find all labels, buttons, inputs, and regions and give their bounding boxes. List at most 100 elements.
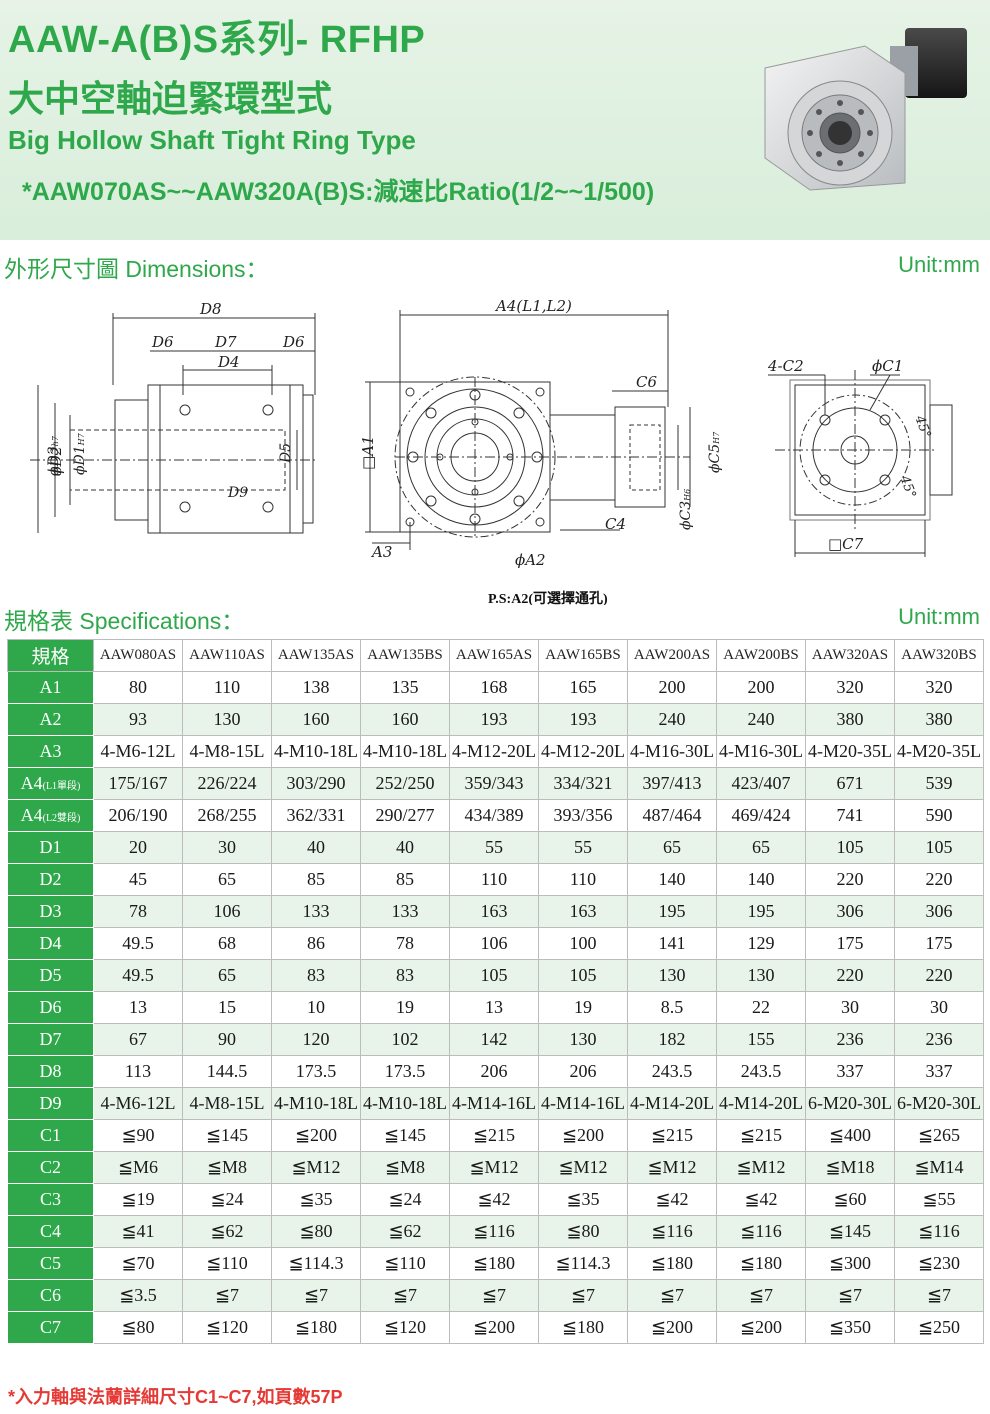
row-label-text: D5 [39, 965, 62, 985]
table-cell: 55 [449, 831, 539, 864]
row-label-text: A4 [20, 773, 43, 793]
table-cell: 220 [805, 959, 895, 992]
row-label: D2 [7, 863, 94, 896]
front-view-drawing [365, 310, 691, 550]
table-cell: 93 [93, 703, 183, 736]
table-cell: 78 [360, 927, 450, 960]
table-cell: 195 [627, 895, 717, 928]
table-cell: 4-M20-35L [805, 735, 895, 768]
table-cell: ≦M18 [805, 1151, 895, 1184]
table-cell: 4-M12-20L [538, 735, 628, 768]
table-cell: 4-M16-30L [716, 735, 806, 768]
label-c5: ϕC5H7 [707, 431, 723, 473]
label-d3-sub: h7 [51, 435, 60, 446]
table-cell: 4-M20-35L [894, 735, 984, 768]
table-cell: ≦215 [716, 1119, 806, 1152]
table-cell: 138 [271, 671, 361, 704]
table-cell: ≦19 [93, 1183, 183, 1216]
table-cell: 163 [449, 895, 539, 928]
table-cell: 8.5 [627, 991, 717, 1024]
table-cell: ≦145 [182, 1119, 272, 1152]
table-cell: 175/167 [93, 767, 183, 800]
label-c1: ϕC1 [872, 357, 903, 375]
table-cell: 19 [360, 991, 450, 1024]
table-cell: 4-M12-20L [449, 735, 539, 768]
table-cell: ≦116 [716, 1215, 806, 1248]
row-label: D8 [7, 1055, 94, 1088]
table-cell: 362/331 [271, 799, 361, 832]
model-header-aaw320bs: AAW320BS [894, 639, 984, 672]
header-banner: AAW-A(B)S系列- RFHP 大中空軸迫緊環型式 Big Hollow S… [0, 0, 990, 240]
label-c5-sub: H7 [712, 431, 721, 445]
table-cell: 434/389 [449, 799, 539, 832]
row-label: D7 [7, 1023, 94, 1056]
table-cell: 142 [449, 1023, 539, 1056]
table-cell: ≦180 [449, 1247, 539, 1280]
row-label-text: C5 [39, 1253, 61, 1273]
table-cell: 78 [93, 895, 183, 928]
table-cell: 423/407 [716, 767, 806, 800]
label-d8: D8 [199, 300, 222, 318]
table-cell: ≦80 [271, 1215, 361, 1248]
row-label: D9 [7, 1087, 94, 1120]
table-cell: ≦145 [805, 1215, 895, 1248]
table-cell: 4-M14-16L [449, 1087, 539, 1120]
row-label: D3 [7, 895, 94, 928]
table-cell: 173.5 [271, 1055, 361, 1088]
label-c3-main: ϕC3 [678, 501, 694, 530]
row-label: C7 [7, 1311, 94, 1344]
table-cell: 20 [93, 831, 183, 864]
table-cell: 19 [538, 991, 628, 1024]
table-cell: ≦M14 [894, 1151, 984, 1184]
table-cell: ≦M12 [716, 1151, 806, 1184]
label-c2: 4-C2 [767, 357, 804, 375]
table-cell: ≦180 [627, 1247, 717, 1280]
table-cell: 105 [449, 959, 539, 992]
label-c7: □C7 [828, 535, 864, 553]
table-cell: ≦230 [894, 1247, 984, 1280]
row-label-text: C6 [39, 1285, 61, 1305]
table-cell: ≦M12 [449, 1151, 539, 1184]
label-d3: ϕD3h7 [46, 435, 62, 476]
table-cell: 206 [538, 1055, 628, 1088]
table-cell: 6-M20-30L [805, 1087, 895, 1120]
label-c3-sub: H6 [683, 489, 692, 502]
table-cell: ≦350 [805, 1311, 895, 1344]
row-label-sub: (L2雙段) [42, 813, 81, 824]
table-cell: 393/356 [538, 799, 628, 832]
row-label-text: C3 [39, 1189, 61, 1209]
spec-title: 規格表 Specifications： [4, 608, 245, 634]
table-cell: ≦180 [538, 1311, 628, 1344]
table-cell: 133 [271, 895, 361, 928]
label-d1: ϕD1H7 [72, 432, 88, 475]
label-c5-main: ϕC5 [707, 444, 723, 473]
table-cell: 193 [538, 703, 628, 736]
table-cell: 85 [360, 863, 450, 896]
row-label: D6 [7, 991, 94, 1024]
table-cell: 220 [894, 959, 984, 992]
table-cell: 40 [271, 831, 361, 864]
table-cell: ≦215 [449, 1119, 539, 1152]
table-cell: 85 [271, 863, 361, 896]
table-cell: ≦42 [716, 1183, 806, 1216]
table-cell: 175 [805, 927, 895, 960]
dimension-drawings: D8 D6 D7 D6 D4 D5 D9 ϕD3h7 ϕD2 ϕD1H7 [30, 297, 953, 605]
table-cell: 160 [271, 703, 361, 736]
row-label-text: D2 [39, 869, 62, 889]
table-cell: 243.5 [716, 1055, 806, 1088]
footnote: *入力軸與法蘭詳細尺寸C1~C7,如頁數57P [8, 1387, 343, 1407]
row-label-text: D1 [39, 837, 62, 857]
table-cell: ≦41 [93, 1215, 183, 1248]
table-cell: 140 [716, 863, 806, 896]
table-cell: 290/277 [360, 799, 450, 832]
row-label-text: C2 [39, 1157, 61, 1177]
row-label-text: C7 [39, 1317, 61, 1337]
table-cell: 4-M10-18L [360, 1087, 450, 1120]
table-cell: 539 [894, 767, 984, 800]
table-cell: ≦7 [627, 1279, 717, 1312]
